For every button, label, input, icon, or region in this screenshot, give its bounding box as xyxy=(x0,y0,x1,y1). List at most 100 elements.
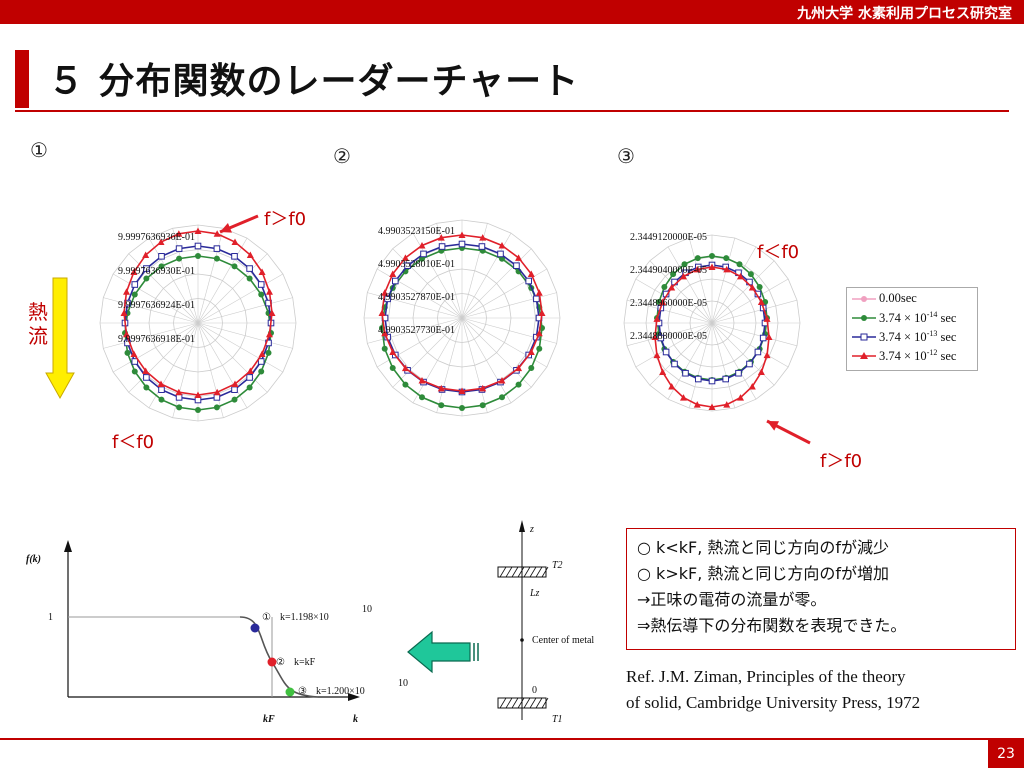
radar1-series-13-point xyxy=(231,263,238,270)
radar2-series-12-point xyxy=(381,289,389,296)
radar1-series-14-point xyxy=(246,374,253,381)
radar3-series-14-point xyxy=(694,375,702,383)
radar2-series-13-point xyxy=(459,405,465,411)
radar1-grid-spoke xyxy=(128,253,199,324)
radar1-series-12-point xyxy=(175,388,183,396)
legend-item-3: 3.74 × 10-12 sec xyxy=(851,347,975,365)
radar1-series-13-point xyxy=(258,368,265,375)
metal-top-plate xyxy=(497,566,547,578)
radar1-series-13-point xyxy=(143,275,150,282)
radar1-tick-0: 9.9997636936E-01 xyxy=(118,232,195,243)
radar1-series-13-point xyxy=(258,291,265,298)
radar3-grid-spoke xyxy=(711,322,798,347)
radar1-series-12-point xyxy=(194,391,202,398)
metal-bottom-hatch xyxy=(535,697,543,709)
radar1-series-12-point xyxy=(123,330,131,338)
radar1-series-12-point xyxy=(123,288,131,295)
radar2-series-12-point xyxy=(515,254,523,261)
radar1-grid-spoke xyxy=(128,322,199,393)
fk-point-label-2: ② xyxy=(276,657,285,668)
legend-exp-3: -12 xyxy=(926,348,938,357)
radar2-series-12-point xyxy=(527,270,535,277)
reference-line-1: Ref. J.M. Ziman, Principles of the theor… xyxy=(626,667,906,686)
radar3-series-14-point xyxy=(671,360,678,368)
reference: Ref. J.M. Ziman, Principles of the theor… xyxy=(626,664,920,716)
radar1-series-12-point xyxy=(157,380,165,388)
metal-bottom-hatch xyxy=(511,697,519,709)
org-name: 九州大学 水素利用プロセス研究室 xyxy=(797,6,1012,22)
radar3-grid-spoke xyxy=(711,299,798,324)
radar3-series-12-point xyxy=(748,382,756,390)
radar1-series-13-point xyxy=(246,275,253,282)
legend-item-1: 3.74 × 10-14 sec xyxy=(851,309,975,327)
legend-suffix-3: sec xyxy=(937,349,957,364)
radar1-grid-spoke xyxy=(148,322,199,409)
chart-legend: 0.00sec 3.74 × 10-14 sec 3.74 × 10-13 se… xyxy=(846,287,978,371)
radar3-series-12-point xyxy=(757,368,765,375)
radar1-series-13-point xyxy=(176,404,183,411)
radar1-grid-spoke xyxy=(148,237,199,324)
radar3-grid-spoke xyxy=(711,237,736,324)
radar2-series-13-point xyxy=(419,255,425,262)
radar2-series-13-point xyxy=(438,402,445,409)
radar1-grid-spoke xyxy=(197,322,268,393)
radar3-grid-spoke xyxy=(649,260,713,324)
legend-suffix-2: sec xyxy=(937,330,957,345)
radar1-series-13-point xyxy=(158,263,165,270)
radar2-grid-spoke xyxy=(461,317,512,404)
arrow-panel3-head xyxy=(767,421,779,431)
conclusion-box: ○ k<kF, 熱流と同じ方向のfが減少 ○ k>kF, 熱流と同じ方向のfが増… xyxy=(626,528,1016,650)
metal-top-hatch xyxy=(535,566,543,578)
radar2-series-13-point xyxy=(499,394,505,401)
radar3-series-13-point xyxy=(747,271,754,278)
radar2-series-13-point xyxy=(402,381,409,388)
radar1-series-12-point xyxy=(268,309,276,316)
footer-line xyxy=(0,738,1024,740)
radar3-series-13-point xyxy=(723,255,730,262)
radar1-series-13-point xyxy=(213,404,220,411)
radar2-series-14-point xyxy=(533,295,540,303)
radar3-series-12-point xyxy=(708,263,716,270)
fk-xtick: kF xyxy=(263,714,275,725)
radar1-grid-spoke xyxy=(197,237,248,324)
metal-center-label: Center of metal xyxy=(532,635,594,646)
radar2-series-14-point xyxy=(404,262,411,269)
radar1-grid-spoke xyxy=(197,297,293,324)
radar1-series-14-point xyxy=(257,358,265,365)
fk-point-label-3: ③ xyxy=(298,686,307,697)
radar3-series-12-point xyxy=(708,403,716,410)
radar3-series-12-point xyxy=(651,333,659,340)
radar2-grid-spoke xyxy=(436,317,463,413)
fk-point-2 xyxy=(267,657,277,667)
slide-title: ５ 分布関数のレーダーチャート xyxy=(48,61,580,102)
panel-label-1: ① xyxy=(30,138,48,162)
radar3-series-12-point xyxy=(723,265,731,273)
radar2-grid-spoke xyxy=(376,317,463,368)
radar3-series-12-point xyxy=(763,315,771,322)
note-line-4: ⇒熱伝導下の分布関数を表現できた。 xyxy=(637,616,907,635)
metal-bottom-hatch xyxy=(541,697,549,709)
radar1-series-13-point xyxy=(131,368,138,375)
radar1-series-14-point xyxy=(257,281,265,288)
radar2-series-13-point xyxy=(515,381,522,388)
radar2-series-12-point xyxy=(401,254,409,261)
radar3-grid-spoke xyxy=(667,322,713,400)
radar3-series-14-point xyxy=(682,369,689,377)
radar2-series-12-point xyxy=(418,241,426,249)
radar2-series-12-point xyxy=(458,387,466,394)
radar3-series-12-point xyxy=(737,272,744,280)
radar3-series-12-point xyxy=(653,351,661,359)
legend-exp-2: -13 xyxy=(926,329,938,338)
radar3-tick-3: 2.3448880000E-05 xyxy=(630,331,707,342)
heat-flow-label: 熱流 xyxy=(28,300,48,348)
legend-label-3: 3.74 × 10 xyxy=(879,349,927,364)
metal-axis-arrow xyxy=(519,520,525,532)
radar3-series-12-point xyxy=(693,265,701,273)
radar3-grid-spoke xyxy=(688,322,713,409)
radar1-grid-spoke xyxy=(197,253,268,324)
radar3-series-12-point xyxy=(737,394,744,401)
metal-top-hatch xyxy=(511,566,519,578)
radar1-series-14-point xyxy=(175,245,183,252)
radar2-series-14-point xyxy=(420,250,427,258)
radar2-series-12-point xyxy=(535,329,543,337)
